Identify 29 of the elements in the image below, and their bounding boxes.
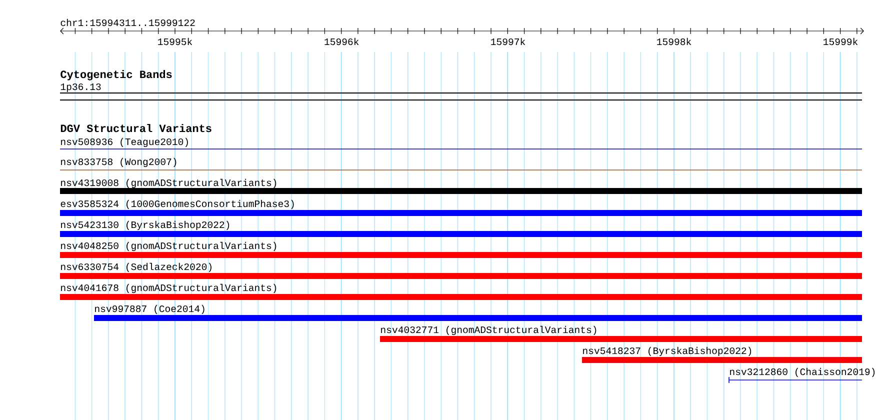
tick-label: 15999k [824, 38, 858, 46]
node-label: nsv5418237 (ByrskaBishop2022) [583, 346, 752, 356]
variant-bar: nsv4041678 (gnomADStructuralVariants) [60, 284, 862, 300]
tick-label: 15995k [158, 38, 192, 46]
variant-bar: nsv5418237 (ByrskaBishop2022) [582, 346, 862, 363]
node-label: nsv4048250 (gnomADStructuralVariants) [61, 242, 276, 252]
node-label: nsv4032771 (gnomADStructuralVariants) [381, 326, 596, 336]
track-heading: DGV Structural Variants [60, 124, 212, 132]
node-label: nsv6330754 (Sedlazeck2020) [61, 262, 212, 272]
node-label: nsv997887 (Coe2014) [95, 304, 204, 314]
variant-line: nsv508936 (Teague2010) [60, 138, 862, 150]
variant-line: nsv833758 (Wong2007) [60, 158, 862, 170]
variant-line: nsv3212860 (Chaisson2019) [728, 368, 875, 384]
tick-label: 15996k [324, 38, 359, 46]
variant-bar: nsv4048250 (gnomADStructuralVariants) [60, 242, 862, 258]
variant-bar: nsv997887 (Coe2014) [94, 304, 862, 321]
node-label: nsv4319008 (gnomADStructuralVariants) [61, 178, 276, 188]
node-label: esv3585324 (1000GenomesConsortiumPhase3) [60, 200, 294, 210]
tick-label: 15997k [491, 38, 526, 46]
variant-bar: nsv4319008 (gnomADStructuralVariants) [60, 178, 862, 194]
tick-label: 15998k [657, 38, 692, 46]
node-label: nsv5423130 (ByrskaBishop2022) [61, 220, 230, 230]
cytoband: 1p36.13 [60, 83, 862, 100]
node-label: nsv4041678 (gnomADStructuralVariants) [61, 284, 276, 294]
position-label: chr1:15994311..15999122 [60, 18, 195, 26]
variant-bar: nsv6330754 (Sedlazeck2020) [60, 262, 862, 279]
variant-bar: nsv5423130 (ByrskaBishop2022) [60, 220, 862, 237]
variant-bar: nsv4032771 (gnomADStructuralVariants) [380, 326, 862, 342]
variant-bar: esv3585324 (1000GenomesConsortiumPhase3) [60, 200, 862, 216]
